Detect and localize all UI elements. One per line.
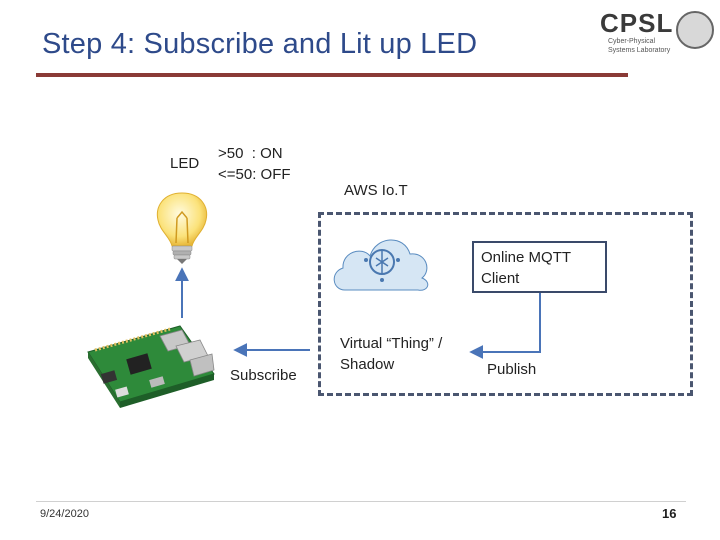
- cpsl-logo: CPSL Cyber-Physical Systems Laboratory: [600, 8, 714, 58]
- mqtt-client-box: Online MQTT Client: [472, 241, 607, 293]
- slide-title: Step 4: Subscribe and Lit up LED: [42, 28, 478, 60]
- publish-arrow: [469, 293, 541, 359]
- logo-subtitle-line-1: Cyber-Physical: [608, 38, 656, 45]
- publish-label: Publish: [487, 361, 537, 378]
- light-bulb-icon: [156, 192, 208, 264]
- logo-text: CPSL: [600, 8, 674, 38]
- university-seal-icon: [676, 11, 714, 49]
- slide-date: 9/24/2020: [40, 508, 89, 520]
- cloud-iot-icon: [333, 239, 429, 291]
- logo-subtitle-line-2: Systems Laboratory: [608, 47, 671, 54]
- mqtt-label-line-2: Client: [481, 270, 520, 287]
- aws-iot-region: [318, 212, 693, 396]
- mqtt-label-line-1: Online MQTT: [481, 249, 572, 266]
- page-number: 16: [662, 506, 677, 521]
- thing-label-line-1: Virtual “Thing” /: [340, 335, 443, 352]
- thing-label-line-2: Shadow: [340, 356, 395, 373]
- subscribe-label: Subscribe: [230, 367, 297, 384]
- aws-iot-label: AWS Io.T: [344, 182, 408, 199]
- rule-off-text: <=50: OFF: [218, 166, 291, 183]
- led-label: LED: [170, 155, 200, 172]
- rule-on-text: >50 : ON: [218, 145, 283, 162]
- title-underline: [36, 73, 628, 77]
- raspberry-pi-board-icon: [87, 325, 215, 408]
- footer-rule: [36, 501, 686, 502]
